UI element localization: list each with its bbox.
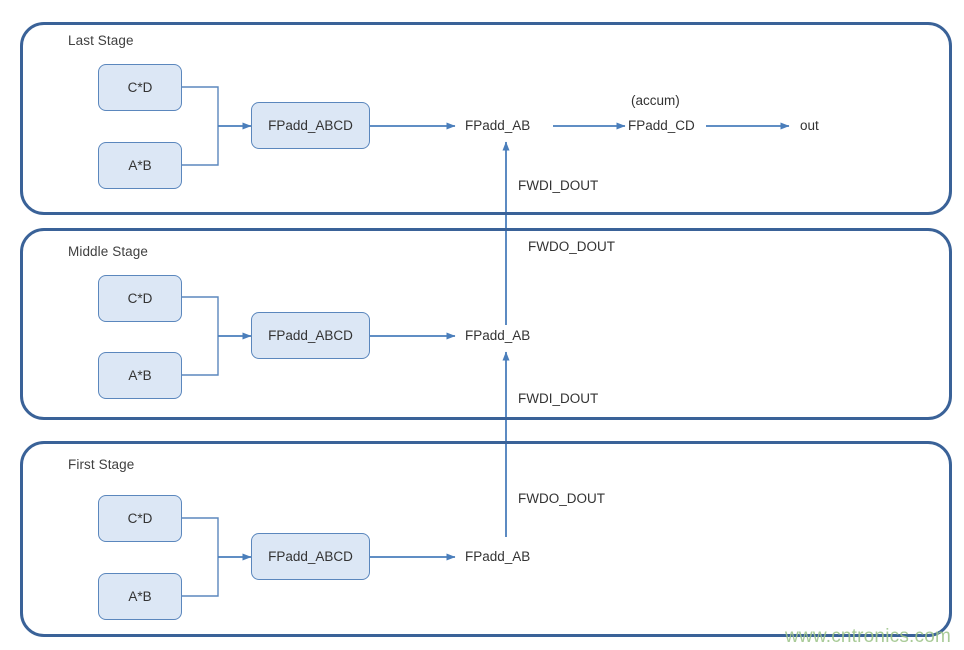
node-adder-middle[interactable]: FPadd_ABCD <box>251 312 370 359</box>
site-watermark: www.cntronics.com <box>785 626 951 647</box>
label-fpadd-ab-last: FPadd_AB <box>465 118 531 133</box>
label-accum-note: (accum) <box>631 93 680 108</box>
label-out: out <box>800 118 819 133</box>
stage-label-middle: Middle Stage <box>68 244 148 259</box>
stage-container-last <box>20 22 952 215</box>
signal-label-fwdo-dout-first: FWDO_DOUT <box>518 491 605 506</box>
node-cd-first[interactable]: C*D <box>98 495 182 542</box>
stage-container-first <box>20 441 952 637</box>
signal-label-fwdo-dout-middle: FWDO_DOUT <box>528 239 615 254</box>
label-fpadd-ab-first: FPadd_AB <box>465 549 531 564</box>
label-fpadd-ab-middle: FPadd_AB <box>465 328 531 343</box>
node-adder-last[interactable]: FPadd_ABCD <box>251 102 370 149</box>
signal-label-fwdi-dout-middle: FWDI_DOUT <box>518 391 599 406</box>
signal-label-fwdi-dout-last: FWDI_DOUT <box>518 178 599 193</box>
node-ab-middle[interactable]: A*B <box>98 352 182 399</box>
stage-container-middle <box>20 228 952 420</box>
label-fpadd-cd: FPadd_CD <box>628 118 695 133</box>
node-cd-last[interactable]: C*D <box>98 64 182 111</box>
stage-label-last: Last Stage <box>68 33 134 48</box>
node-ab-last[interactable]: A*B <box>98 142 182 189</box>
node-ab-first[interactable]: A*B <box>98 573 182 620</box>
stage-label-first: First Stage <box>68 457 135 472</box>
node-cd-middle[interactable]: C*D <box>98 275 182 322</box>
node-adder-first[interactable]: FPadd_ABCD <box>251 533 370 580</box>
